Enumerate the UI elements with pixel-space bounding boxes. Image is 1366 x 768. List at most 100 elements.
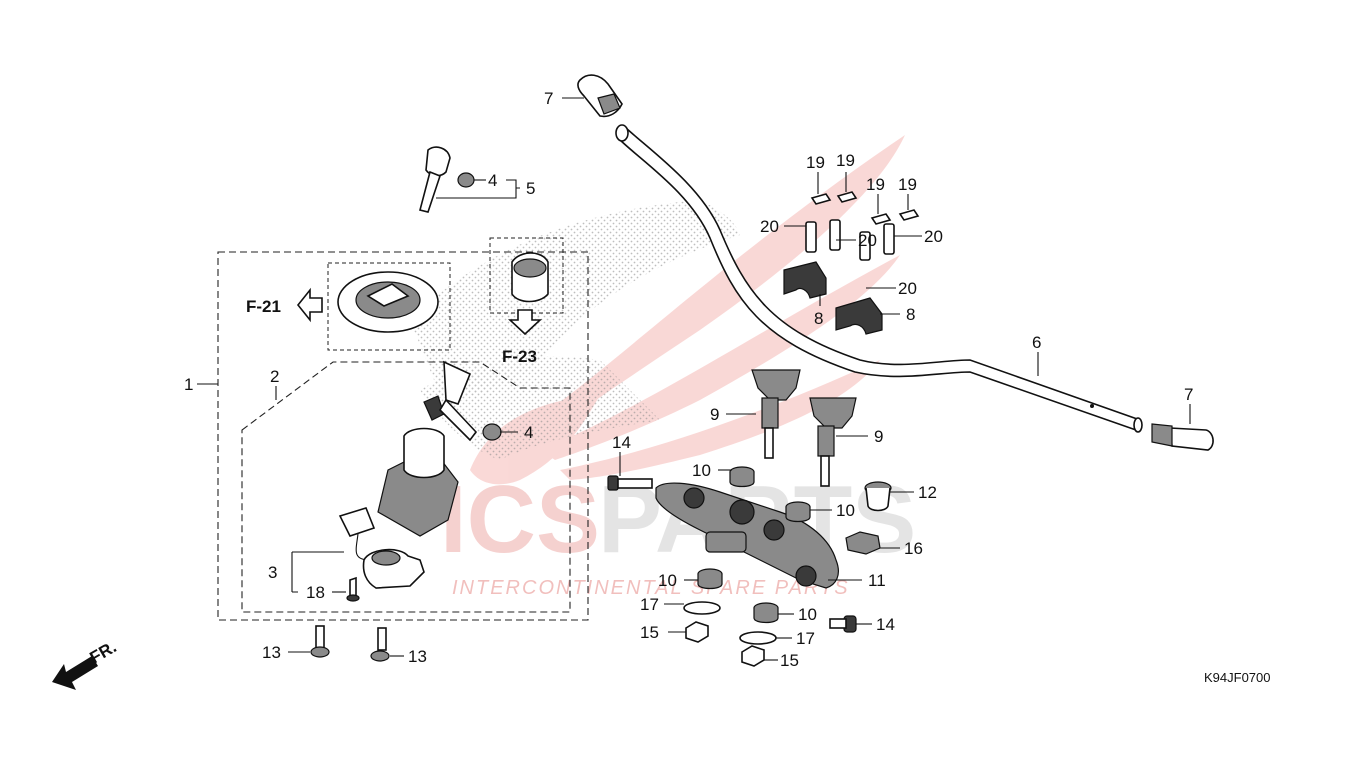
watermark-brand-a: ICS xyxy=(440,466,600,573)
holder-9a-post xyxy=(761,397,779,429)
top-bridge-hole-2 xyxy=(729,499,755,525)
wing-feather-3 xyxy=(560,360,880,480)
callout-10d: 10 xyxy=(798,605,817,624)
spacer-4b xyxy=(482,423,502,441)
washer-17b xyxy=(739,631,777,645)
washer-17a xyxy=(683,601,721,615)
fuel-cap-flap xyxy=(366,283,410,307)
bolt-14b xyxy=(829,615,857,633)
lock-cylinder-face xyxy=(371,550,401,566)
bar-end-right-body xyxy=(1169,427,1214,451)
rubber-10d xyxy=(753,602,779,624)
leader-3 xyxy=(291,551,344,593)
handlebar-hole xyxy=(1090,404,1094,408)
rubber-10c xyxy=(697,568,723,590)
top-bridge-hole-1 xyxy=(683,487,705,509)
lock-cylinder xyxy=(362,548,425,589)
callout-19d: 19 xyxy=(898,175,917,194)
bolt-20c xyxy=(859,231,871,261)
ignition-plug xyxy=(338,507,376,537)
callout-19c: 19 xyxy=(866,175,885,194)
spacer-4a xyxy=(457,172,475,188)
callout-14a: 14 xyxy=(612,433,631,452)
ignition-switch xyxy=(338,360,478,561)
washer-19a xyxy=(810,193,832,205)
rubber-10b xyxy=(785,501,811,523)
holder-9a-stud xyxy=(764,427,774,459)
halftone-area-2 xyxy=(420,356,660,460)
callout-11: 11 xyxy=(868,571,886,590)
washer-set-19 xyxy=(810,191,920,225)
handlebar-pipe xyxy=(615,124,1143,433)
callout-17b: 17 xyxy=(796,629,815,648)
bolt-13a-shank xyxy=(315,625,325,649)
ignition-key-2 xyxy=(438,398,478,442)
callout-20a: 20 xyxy=(760,217,779,236)
frame-fuel-cap xyxy=(327,262,451,351)
nut-16-body xyxy=(845,531,881,555)
bolt-20b xyxy=(829,219,841,251)
ignition-cylinder xyxy=(403,427,445,479)
seat-lock-face xyxy=(513,258,547,278)
washer-19b xyxy=(836,191,858,203)
screw-18-head xyxy=(346,594,360,602)
collar-12 xyxy=(864,481,892,512)
bar-end-left xyxy=(577,74,623,118)
callout-7b: 7 xyxy=(1184,385,1193,404)
callout-1: 1 xyxy=(184,375,193,394)
fuel-cap xyxy=(337,271,439,333)
dot-halftone xyxy=(410,200,740,460)
ref-f23-arrow xyxy=(507,309,543,336)
frame-item-2 xyxy=(241,361,571,613)
front-direction: FR. xyxy=(52,637,120,690)
callout-9b: 9 xyxy=(874,427,883,446)
callout-5: 5 xyxy=(526,179,535,198)
bar-end-right xyxy=(1151,423,1214,451)
callout-12: 12 xyxy=(918,483,937,502)
spacer-4b-body xyxy=(482,423,502,441)
callout-16: 16 xyxy=(904,539,923,558)
callout-10a: 10 xyxy=(692,461,711,480)
key-5-blade xyxy=(419,170,441,213)
top-bridge-hole-3 xyxy=(763,519,785,541)
bolt-13a-head xyxy=(310,646,330,658)
ref-f21-arrow xyxy=(296,287,323,323)
lower-holder-left xyxy=(751,369,801,459)
collar-12-side xyxy=(865,487,891,512)
callout-19a: 19 xyxy=(806,153,825,172)
frame-seat-lock xyxy=(489,237,564,314)
callout-17a: 17 xyxy=(640,595,659,614)
callout-13b: 13 xyxy=(408,647,427,666)
handlebar-end-right xyxy=(1133,417,1143,433)
frame-item-1 xyxy=(217,251,589,621)
callout-9a: 9 xyxy=(710,405,719,424)
upper-holder-right xyxy=(835,297,883,335)
lower-holder-right xyxy=(809,397,857,487)
callout-14b: 14 xyxy=(876,615,895,634)
handlebar-end-left xyxy=(615,124,629,142)
bolt-20d xyxy=(883,223,895,255)
bolt-14a xyxy=(607,475,653,491)
washer-19d xyxy=(898,209,920,221)
callout-4b: 4 xyxy=(524,423,533,442)
bar-end-right-collar xyxy=(1151,423,1173,447)
bolt-13b-head xyxy=(370,650,390,662)
watermark-tagline: INTERCONTINENTAL SPARE PARTS xyxy=(452,577,850,599)
assembly-frames xyxy=(217,237,589,621)
bolt-14b-shank xyxy=(829,618,847,629)
callout-10b: 10 xyxy=(836,501,855,520)
holder-8a-body xyxy=(783,261,827,299)
callout-10c: 10 xyxy=(658,571,677,590)
rubber-10c-side xyxy=(697,574,723,590)
rubber-10d-side xyxy=(753,608,779,624)
ref-f21-text: F-21 xyxy=(246,297,281,316)
callout-20c: 20 xyxy=(898,279,917,298)
top-bridge-boss xyxy=(705,531,747,553)
callout-7a: 7 xyxy=(544,89,553,108)
nut-16 xyxy=(845,531,881,555)
seat-lock xyxy=(511,252,549,303)
callout-8b: 8 xyxy=(906,305,915,324)
callout-18: 18 xyxy=(306,583,325,602)
callout-4a: 4 xyxy=(488,171,497,190)
